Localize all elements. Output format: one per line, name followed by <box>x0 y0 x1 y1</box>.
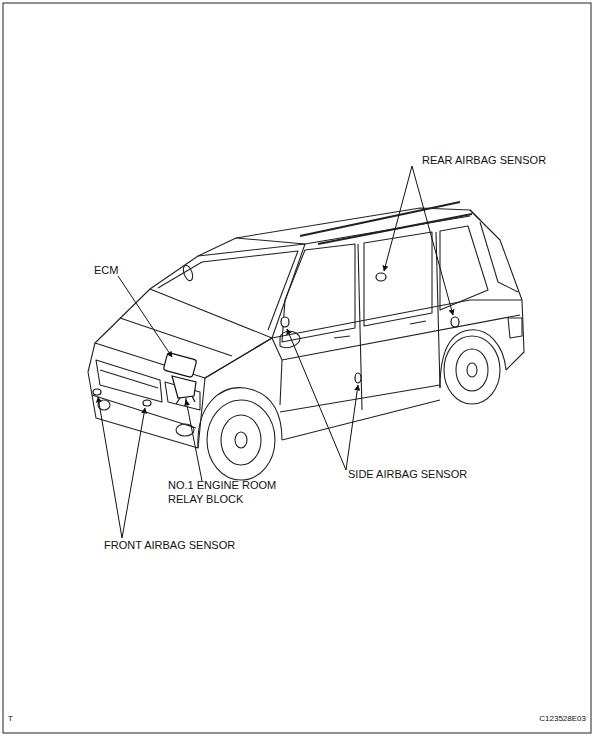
ecm <box>163 352 197 377</box>
relay-block <box>172 376 196 398</box>
side-airbag-sensor <box>281 317 289 327</box>
part-label: NO.1 ENGINE ROOM RELAY BLOCK <box>168 478 300 506</box>
part-label: REAR AIRBAG SENSOR <box>422 153 582 167</box>
figure-code: C123528E03 <box>480 712 586 726</box>
page-marker: T <box>8 712 28 726</box>
leader-lines <box>98 166 453 538</box>
front-airbag-sensor <box>93 389 101 395</box>
car-outline <box>88 202 524 480</box>
part-label: SIDE AIRBAG SENSOR <box>348 467 508 481</box>
relay-block-wires <box>176 396 195 405</box>
part-label: FRONT AIRBAG SENSOR <box>104 538 284 552</box>
front-airbag-sensor <box>143 400 151 406</box>
side-airbag-sensor <box>355 373 361 383</box>
components <box>93 273 459 406</box>
rear-airbag-sensor <box>376 273 386 281</box>
part-label: ECM <box>94 263 134 277</box>
rear-airbag-sensor <box>451 317 459 327</box>
frame <box>3 3 591 733</box>
